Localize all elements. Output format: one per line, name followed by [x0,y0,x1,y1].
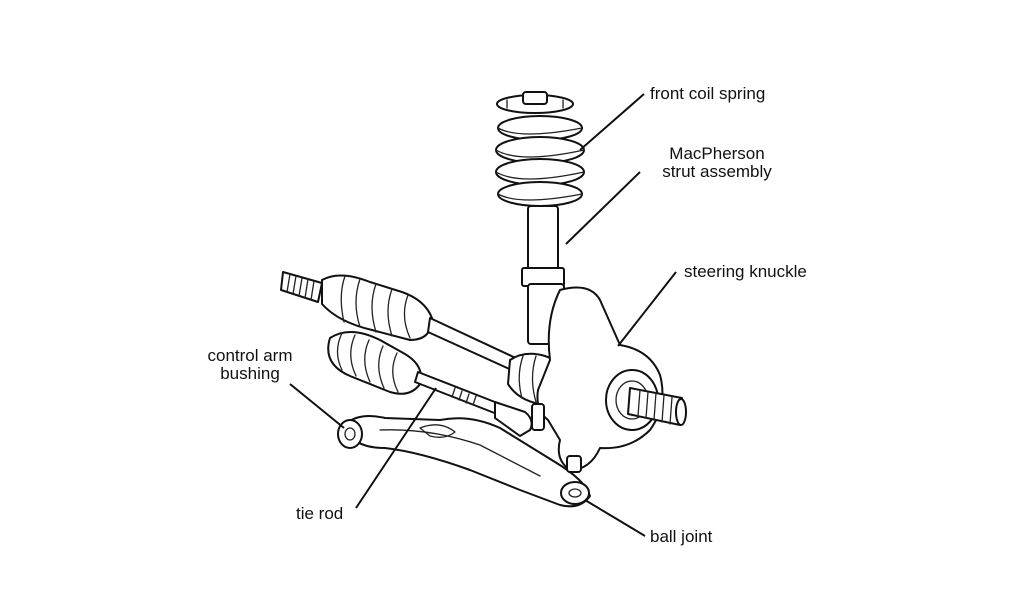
label-tie-rod: tie rod [296,504,344,523]
macpherson-strut [495,91,585,345]
leader-control-arm-bushing [289,383,345,429]
tie-rod [327,331,533,437]
leader-lines [289,93,677,537]
label-front-coil-spring: front coil spring [650,84,766,103]
label-macpherson-line2: strut assembly [662,162,772,181]
leader-ball-joint [584,499,646,537]
label-macpherson-strut: MacPherson strut assembly [632,145,802,181]
label-steering-knuckle: steering knuckle [684,262,807,281]
label-control-arm-line1: control arm [207,346,293,365]
leader-macpherson [565,171,641,245]
label-ball-joint: ball joint [650,527,713,546]
label-macpherson-line1: MacPherson [669,144,765,163]
leader-steering-knuckle [617,271,677,347]
label-control-arm-line2: bushing [220,364,280,383]
leader-front-coil-spring [579,93,645,151]
steering-knuckle [531,286,687,473]
leader-tie-rod [355,387,437,509]
lower-control-arm [337,415,591,508]
label-control-arm-bushing: control arm bushing [190,347,310,383]
